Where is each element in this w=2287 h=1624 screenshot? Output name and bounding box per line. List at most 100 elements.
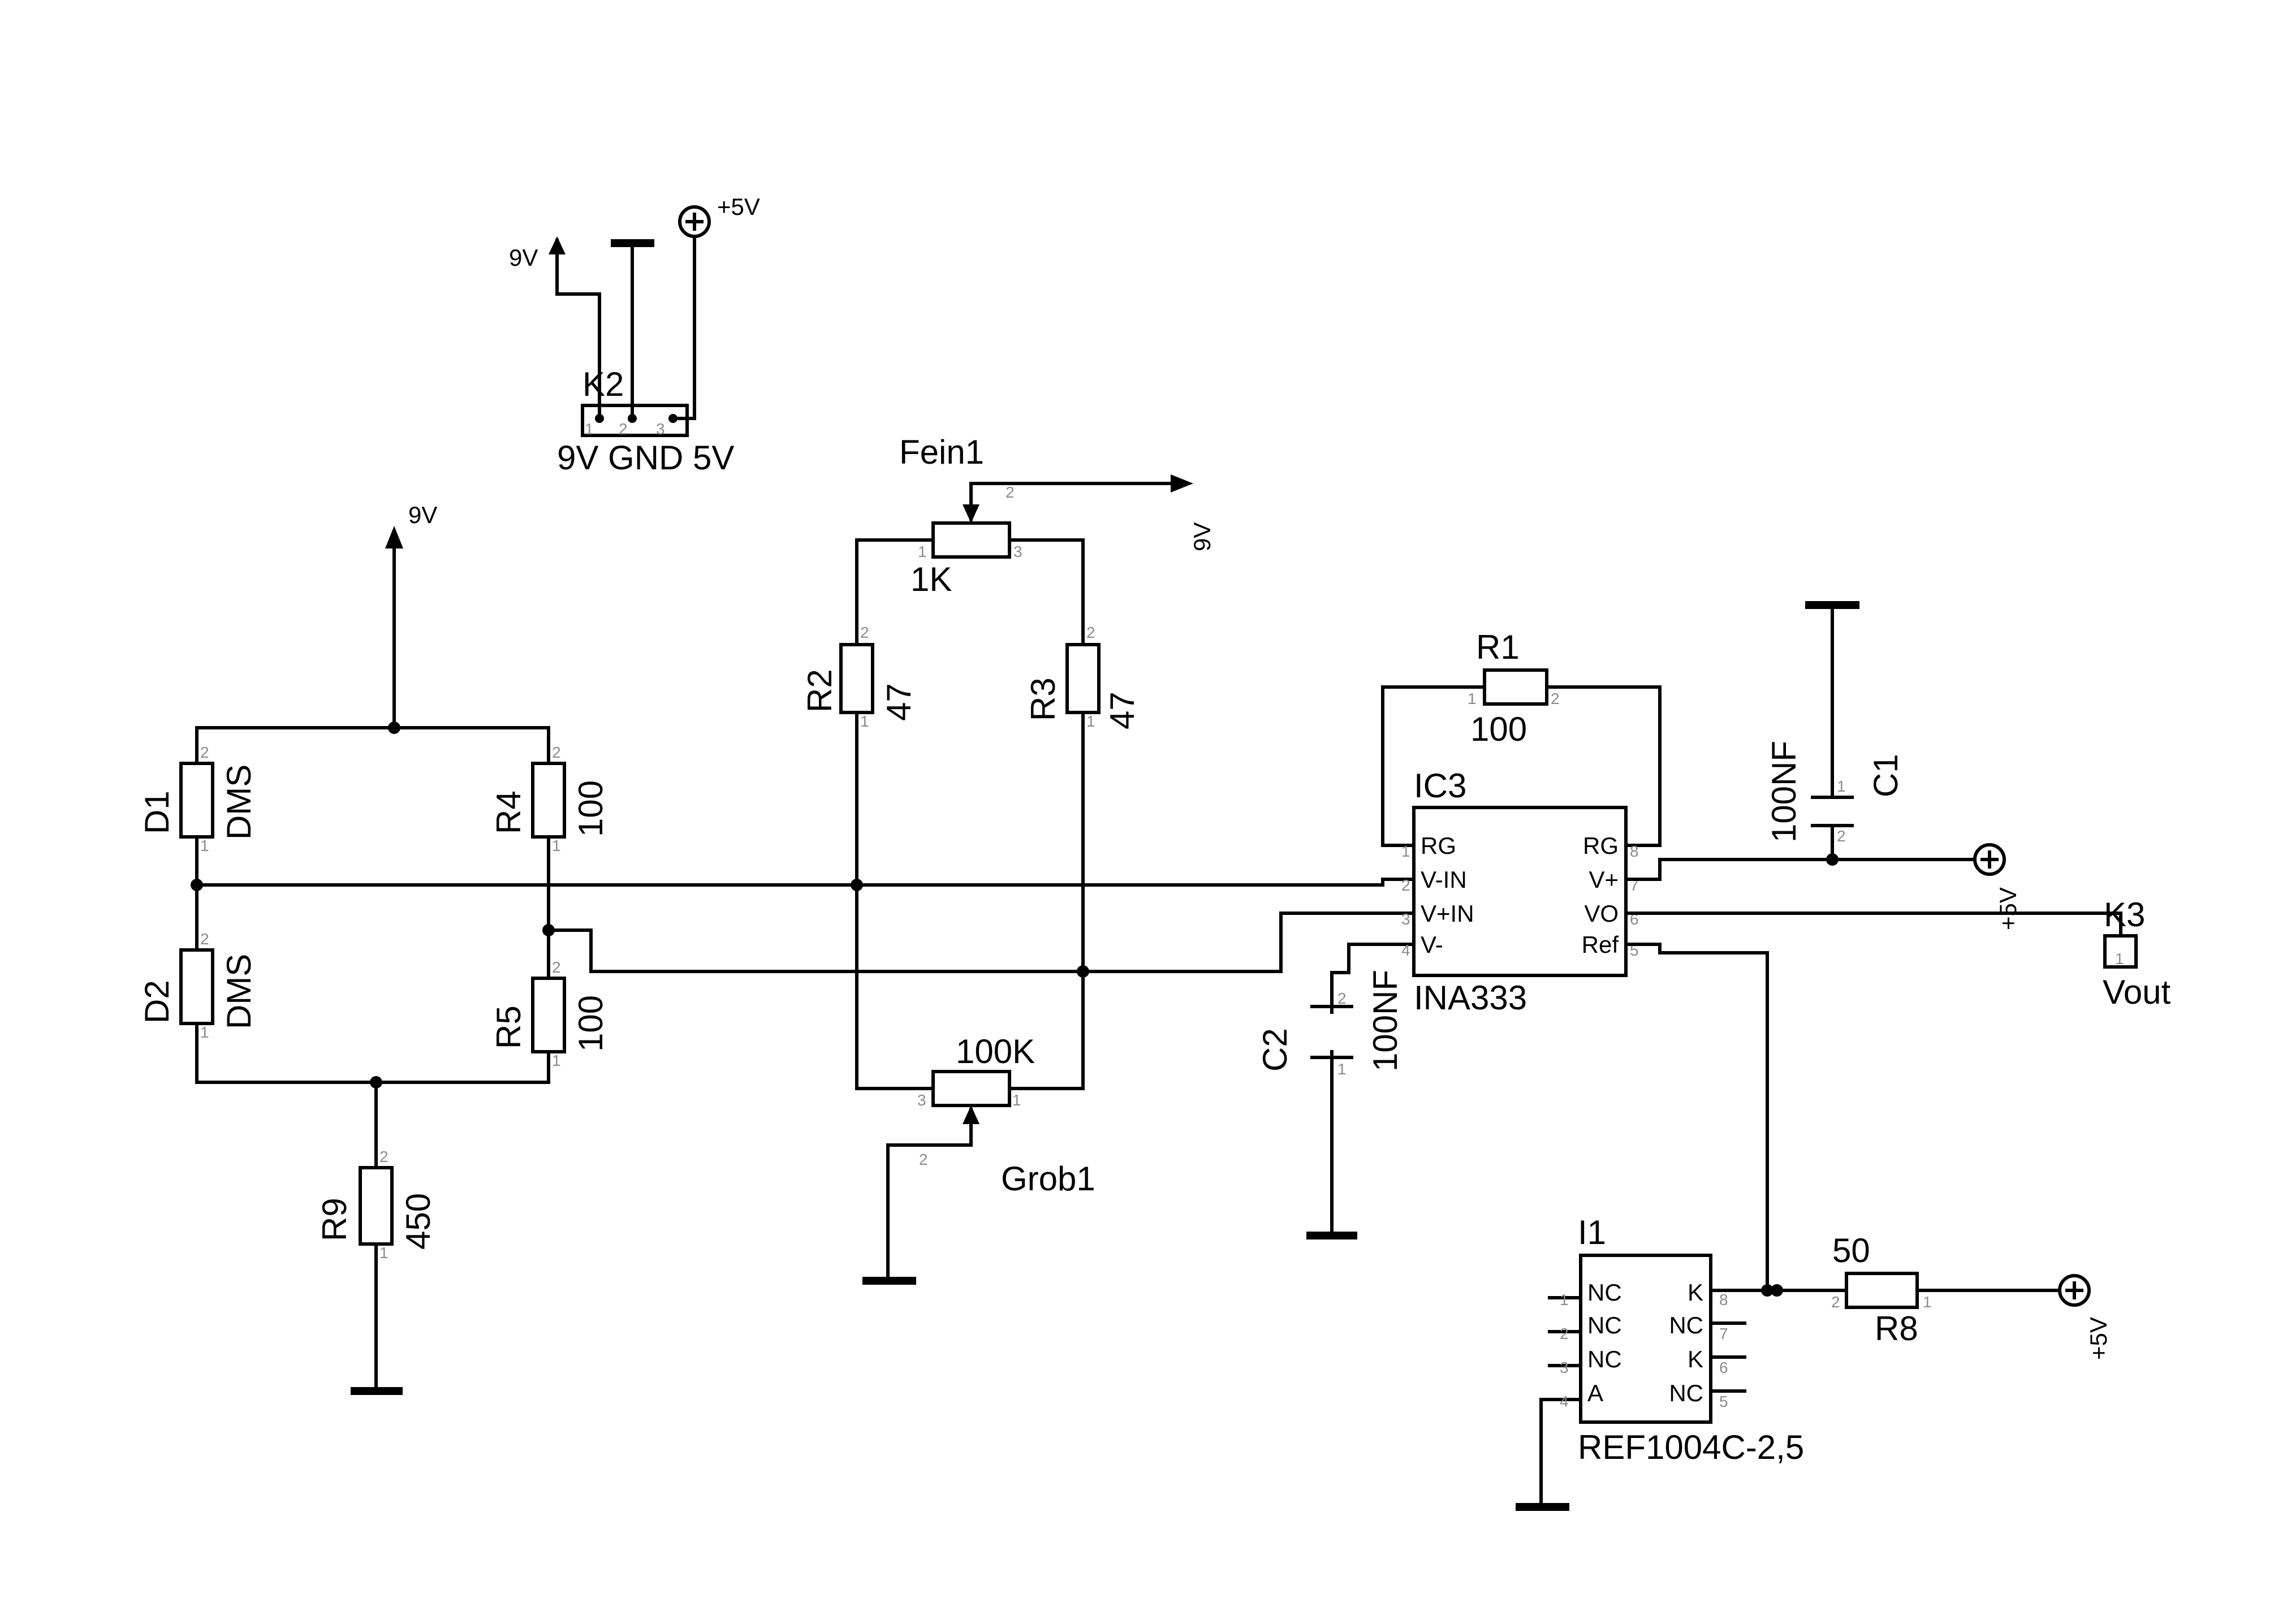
svg-text:2: 2: [552, 744, 561, 761]
i1-pin-k-1: K: [1688, 1279, 1703, 1306]
svg-text:2: 2: [1551, 690, 1560, 707]
svg-text:1: 1: [200, 1023, 209, 1041]
c2-value: 100NF: [1366, 970, 1404, 1072]
r9-value: 450: [399, 1193, 437, 1250]
ic3-pin-ref: Ref: [1582, 931, 1619, 958]
svg-text:3: 3: [1013, 543, 1022, 560]
svg-text:2: 2: [379, 1148, 389, 1165]
r3-value: 47: [1103, 692, 1141, 729]
fein1-name: Fein1: [899, 433, 984, 471]
svg-text:2: 2: [1401, 876, 1410, 894]
i1-pin-a: A: [1587, 1380, 1603, 1406]
nine-v-label-fein: 9V: [1189, 522, 1215, 551]
r2-name: R2: [801, 669, 839, 712]
svg-text:2: 2: [200, 744, 209, 761]
svg-text:6: 6: [1719, 1359, 1728, 1376]
svg-text:1: 1: [918, 543, 927, 560]
c1-name: C1: [1867, 754, 1905, 797]
i1-pin-nc-1: NC: [1587, 1279, 1622, 1306]
potentiometer-fein1: 1 3 2 Fein1 1K: [899, 433, 1022, 598]
svg-text:1: 1: [379, 1244, 389, 1262]
svg-text:2: 2: [1086, 624, 1095, 641]
svg-text:1: 1: [585, 420, 594, 438]
connector-k2: 1 2 3 K2 9V GND 5V 9V: [509, 235, 734, 477]
svg-text:1: 1: [1560, 1291, 1569, 1308]
resistor-r3: 2 1 R3 47: [1024, 624, 1141, 730]
grob1-value: 100K: [956, 1033, 1035, 1070]
svg-text:2: 2: [860, 624, 869, 641]
svg-text:1: 1: [200, 837, 209, 854]
ref-wires: [1624, 943, 2060, 1292]
ic3-pin-vo: VO: [1584, 900, 1619, 927]
r5-value: 100: [572, 995, 610, 1052]
plus-5v-label-top: +5V: [717, 193, 760, 220]
i1-pin-nc-5: NC: [1669, 1380, 1703, 1406]
i1-part: REF1004C-2,5: [1578, 1428, 1804, 1466]
r3-name: R3: [1024, 677, 1062, 721]
resistor-r2: 2 1 R2 47: [801, 624, 918, 730]
d1-name: D1: [138, 791, 176, 834]
svg-text:2: 2: [619, 420, 628, 438]
svg-text:3: 3: [1560, 1359, 1569, 1376]
fein1-value: 1K: [911, 560, 952, 598]
i1-pin-nc-2: NC: [1587, 1312, 1622, 1338]
d2-name: D2: [138, 980, 176, 1023]
potentiometer-grob1: 3 1 2 100K Grob1: [917, 1033, 1095, 1198]
svg-text:2: 2: [1337, 990, 1347, 1007]
r8-name: R8: [1875, 1310, 1918, 1347]
plus-5v-label-ic3: +5V: [1995, 887, 2021, 930]
trim-network-wires: [855, 482, 1175, 1285]
i1-pin-k-2: K: [1688, 1346, 1703, 1372]
k2-9v-label: 9V: [509, 244, 538, 271]
signal-wires: [195, 878, 1416, 1239]
ic3-pin-rg-left: RG: [1421, 832, 1456, 859]
plus-5v-label-ref: +5V: [2085, 1317, 2112, 1360]
arrow-9v-bridge: 9V: [385, 502, 437, 548]
grob1-name: Grob1: [1001, 1160, 1095, 1198]
svg-text:8: 8: [1630, 843, 1639, 860]
resistor-r5: 2 1 R5 100: [490, 958, 610, 1069]
svg-text:4: 4: [1401, 941, 1410, 959]
svg-text:2: 2: [1560, 1325, 1569, 1342]
svg-text:1: 1: [1401, 843, 1410, 860]
svg-text:1: 1: [552, 837, 561, 854]
svg-text:2: 2: [200, 930, 209, 948]
resistor-r4: 2 1 R4 100: [490, 744, 610, 854]
r2-value: 47: [880, 683, 918, 721]
k3-name: K3: [2104, 896, 2145, 934]
svg-text:1: 1: [1012, 1091, 1021, 1109]
svg-text:1: 1: [1468, 690, 1477, 707]
ic3-ina333: 1 2 R1 100 IC3 INA333 RG V-IN V+IN V- RG…: [1381, 628, 1662, 1017]
plus-5v-symbol-ic3: +5V: [1973, 843, 2021, 930]
svg-text:2: 2: [1831, 1293, 1840, 1311]
r4-name: R4: [490, 791, 528, 834]
svg-text:2: 2: [919, 1151, 928, 1168]
svg-text:1: 1: [1923, 1293, 1932, 1311]
svg-text:3: 3: [917, 1091, 926, 1109]
d1-value: DMS: [220, 765, 258, 840]
svg-text:1: 1: [2115, 950, 2124, 968]
svg-text:3: 3: [1401, 910, 1410, 928]
nine-v-label-bridge: 9V: [408, 502, 437, 528]
plus-5v-symbol-top: +5V: [678, 193, 760, 238]
c2-name: C2: [1256, 1028, 1294, 1072]
strain-gauge-d2: 2 1 D2 DMS: [138, 930, 258, 1041]
i1-pin-nc-3: NC: [1587, 1346, 1622, 1372]
r9-name: R9: [316, 1198, 353, 1241]
svg-text:2: 2: [552, 958, 561, 976]
resistor-r8: 2 1 50 R8: [1831, 1232, 1932, 1347]
svg-text:2: 2: [1837, 827, 1846, 845]
ic3-part: INA333: [1414, 979, 1527, 1017]
svg-text:8: 8: [1719, 1291, 1728, 1308]
svg-text:4: 4: [1560, 1393, 1569, 1410]
svg-text:1: 1: [860, 712, 869, 730]
svg-text:1: 1: [1837, 778, 1846, 795]
svg-text:7: 7: [1719, 1325, 1728, 1342]
k2-pin-labels: 9V GND 5V: [557, 439, 734, 477]
supply-and-c1: 1 2 C1 100NF: [1624, 601, 1975, 881]
i1-pin-nc-4: NC: [1669, 1312, 1703, 1338]
capacitor-c2: 2 1 C2 100NF: [1256, 970, 1404, 1078]
k3-label: Vout: [2103, 973, 2171, 1011]
svg-text:2: 2: [1006, 483, 1015, 501]
ic3-pin-rg-right: RG: [1583, 832, 1619, 859]
